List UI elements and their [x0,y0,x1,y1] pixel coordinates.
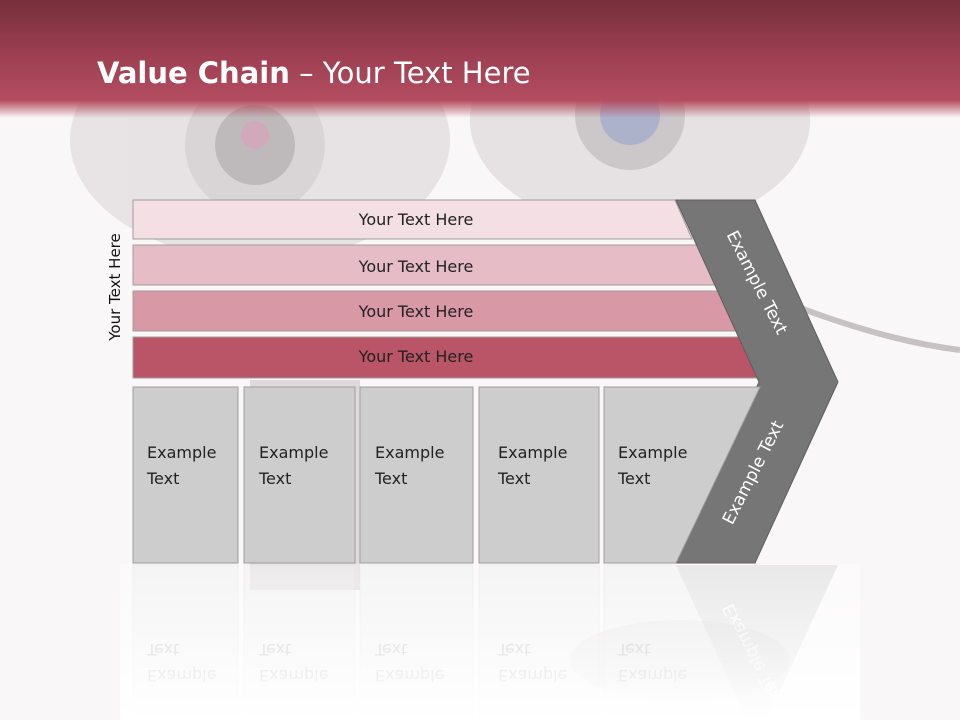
bar-2: Your Text Here [132,244,717,286]
column-3-line2: Text [374,469,407,488]
column-1: Example Text [132,386,239,564]
reflection-fade [120,564,860,720]
column-4-box [478,386,600,564]
column-4-line2: Text [497,469,530,488]
chevron-arrow [675,199,839,564]
column-2-box [243,386,356,564]
slide-title: Value Chain – Your Text Here [97,56,531,90]
column-5-line2: Text [617,469,650,488]
bar-1: Your Text Here [132,199,693,240]
column-4-line1: Example [498,443,567,462]
column-2-line2: Text [258,469,291,488]
bar-4: Your Text Here [132,336,763,379]
column-1-line2: Text [146,469,179,488]
column-3: Example Text [359,386,474,564]
column-3-box [359,386,474,564]
column-2: Example Text [243,386,356,564]
bar-3-label: Your Text Here [358,302,474,321]
title-bar [0,0,960,118]
bar-4-label: Your Text Here [358,347,474,366]
column-5-box [603,386,761,564]
column-4: Example Text [478,386,600,564]
column-2-line1: Example [259,443,328,462]
title-rest: – Your Text Here [289,56,531,90]
column-3-line1: Example [375,443,444,462]
bar-1-label: Your Text Here [358,210,474,229]
title-bold: Value Chain [97,56,290,90]
column-5-line1: Example [618,443,687,462]
column-1-line1: Example [147,443,216,462]
column-5: Example Text [603,386,761,564]
bar-3: Your Text Here [132,290,739,332]
bar-2-label: Your Text Here [358,257,474,276]
column-1-box [132,386,239,564]
bar-1-shape [132,199,693,240]
